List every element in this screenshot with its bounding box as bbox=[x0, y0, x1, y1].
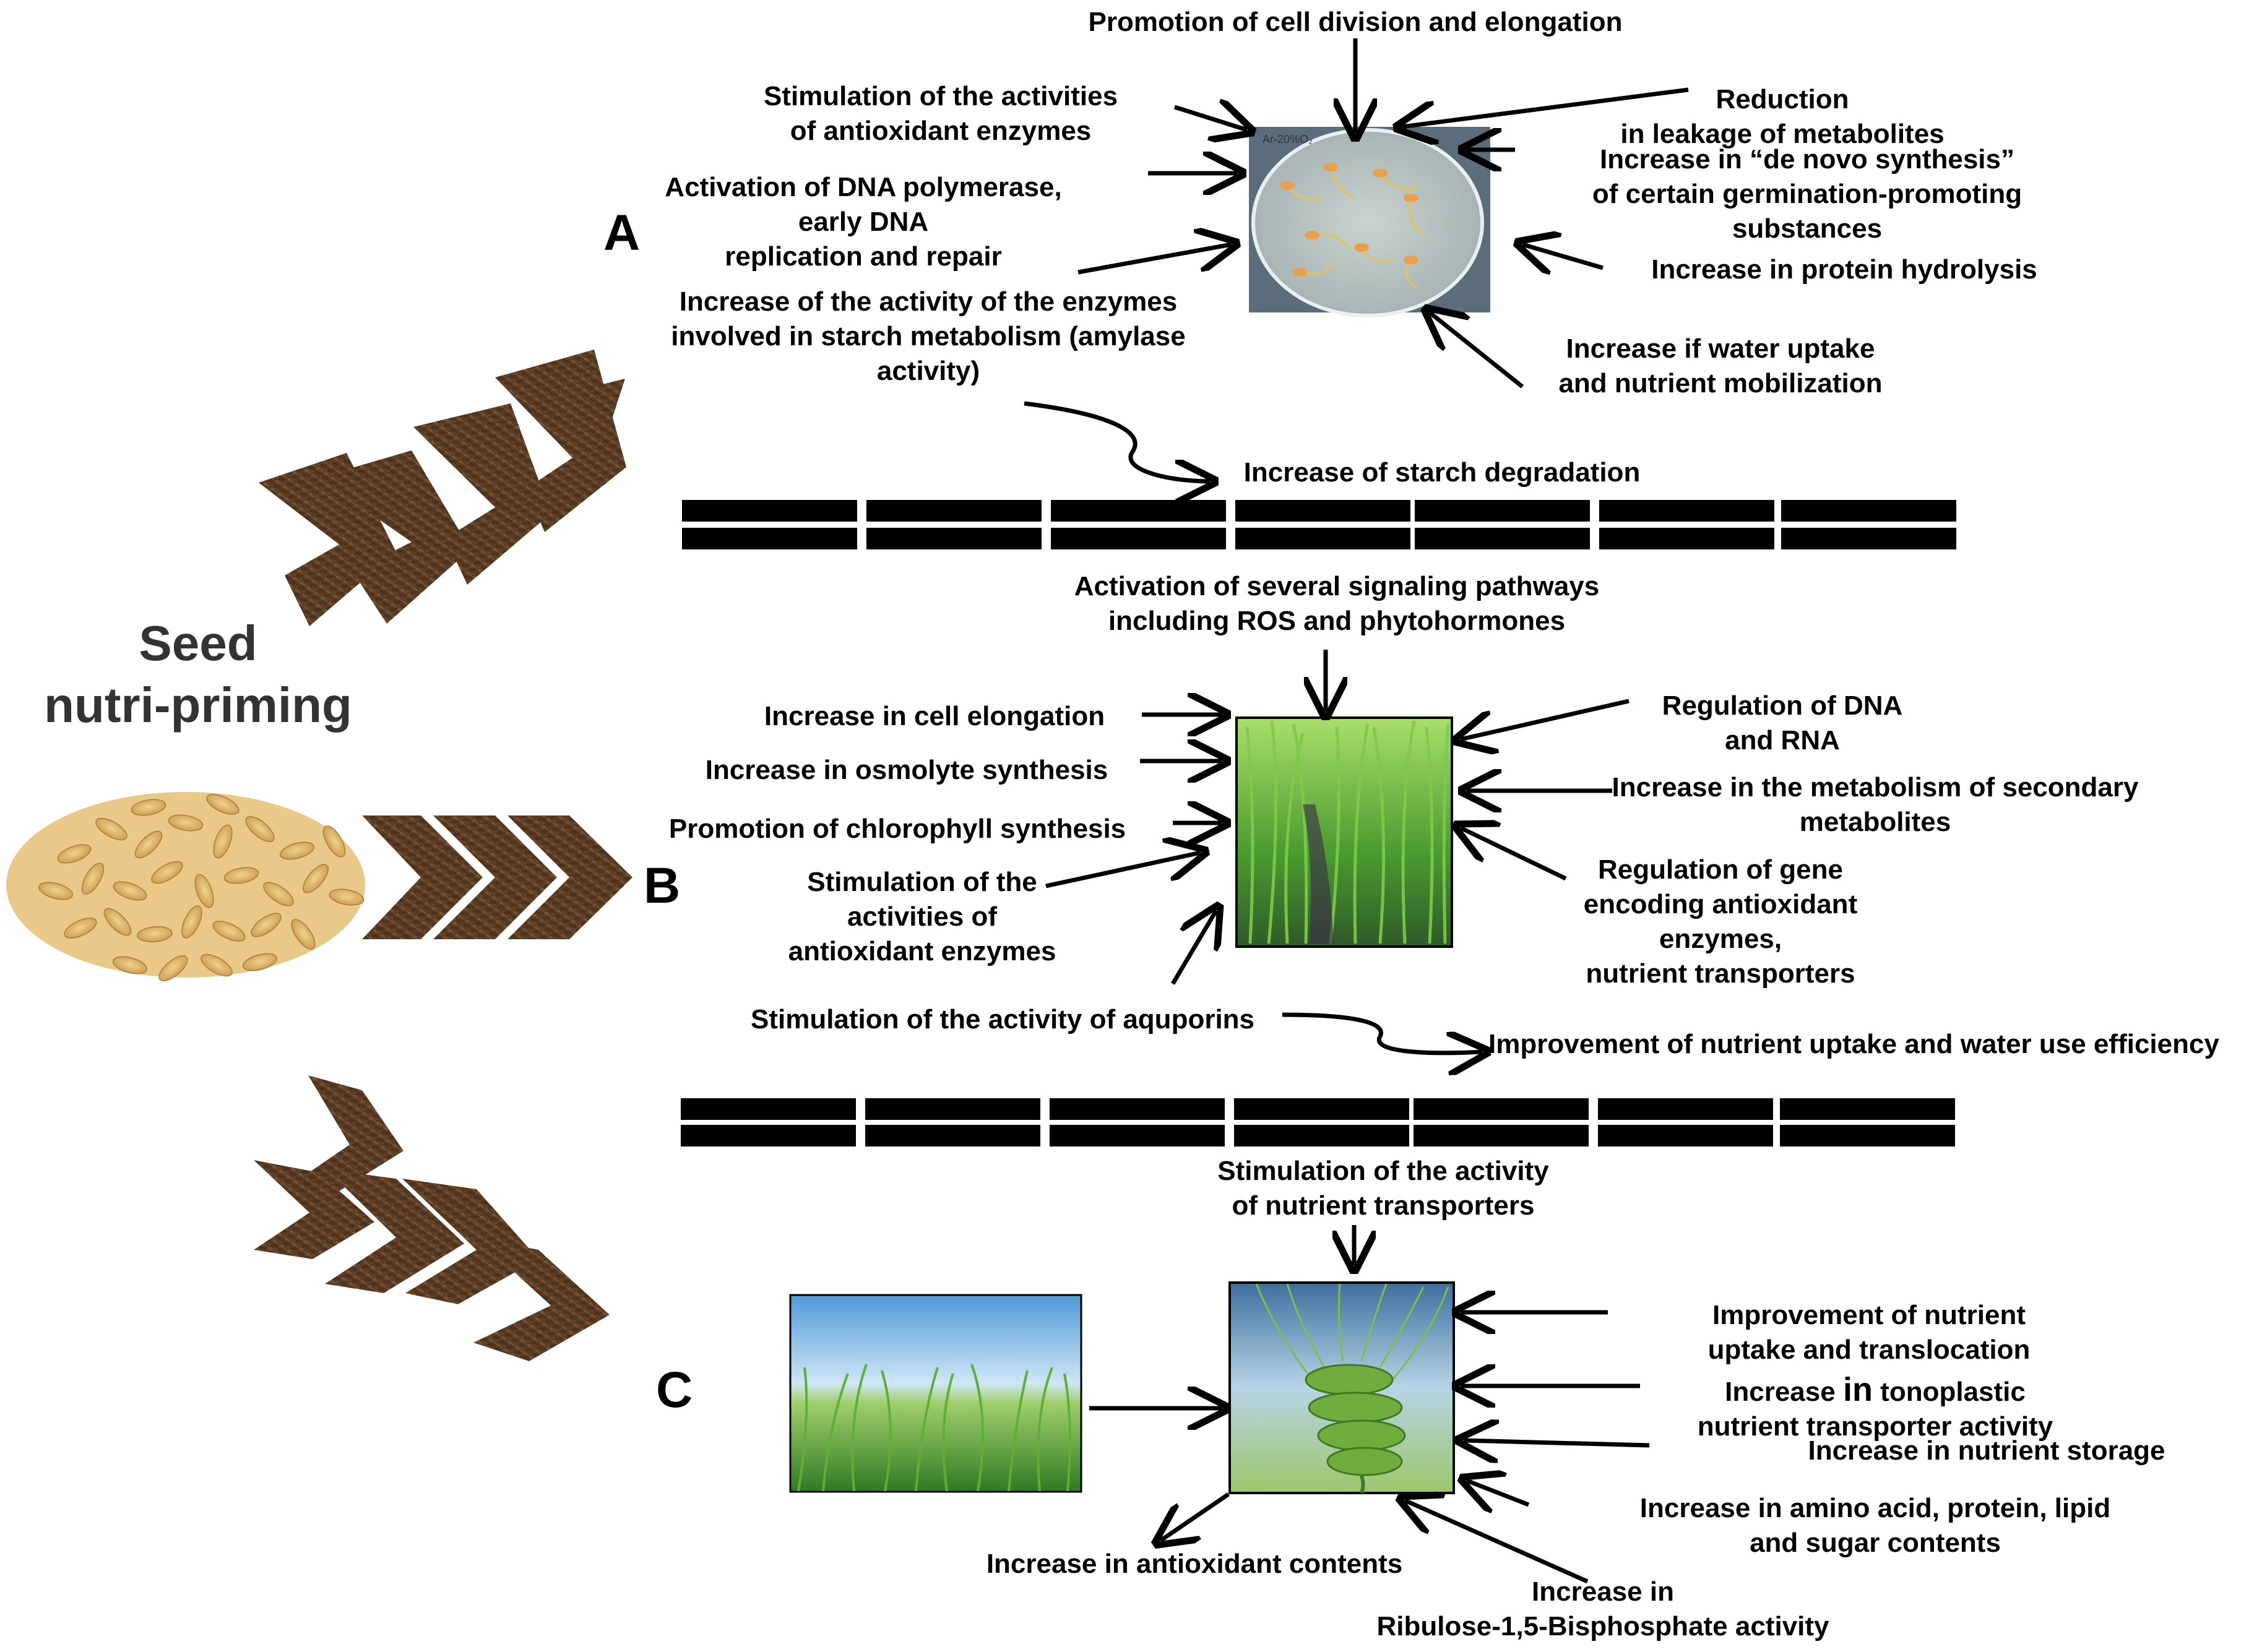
divider-bar-top bbox=[682, 500, 1956, 549]
middle-chevron-1 bbox=[362, 815, 483, 939]
label-tonoplastic-pre: Increase bbox=[1725, 1377, 1843, 1407]
label-cell-elongation: Increase in cell elongation bbox=[764, 701, 1105, 731]
middle-chevrons bbox=[362, 815, 632, 939]
green-wheat-field-photo bbox=[789, 1294, 1082, 1493]
label-nutrient-storage: Increase in nutrient storage bbox=[1808, 1435, 2165, 1466]
lower-chevrons bbox=[254, 1075, 610, 1361]
panel-label-a: A bbox=[603, 205, 641, 261]
upper-chevron-5 bbox=[576, 379, 625, 445]
label-a-antioxidant-enzymes: Stimulation of the activities of antioxi… bbox=[763, 81, 1118, 146]
panel-label-b: B bbox=[644, 858, 681, 914]
middle-chevron-2 bbox=[433, 815, 557, 939]
label-uptake-translocation: Improvement of nutrient uptake and trans… bbox=[1707, 1300, 2031, 1365]
middle-chevron-3 bbox=[507, 815, 632, 939]
lower-chevron-3 bbox=[325, 1169, 464, 1293]
barley-seed-pile bbox=[6, 792, 365, 981]
divider-bar-bottom bbox=[681, 1098, 1955, 1147]
label-starch-degradation: Increase of starch degradation bbox=[1243, 457, 1641, 488]
label-dna-rna: Regulation of DNA and RNA bbox=[1662, 690, 1903, 755]
diagram-title: Seed nutri-priming bbox=[44, 616, 352, 733]
label-nutrient-uptake-wue: Improvement of nutrient uptake and water… bbox=[1488, 1029, 2219, 1059]
label-tonoplastic-in: in bbox=[1842, 1371, 1873, 1408]
label-tonoplastic-post: tonoplastic nutrient transporter activit… bbox=[1697, 1377, 2053, 1442]
petri-dish-caption: Ar-20%O₂ bbox=[1263, 133, 1313, 145]
upper-chevron-3 bbox=[413, 403, 551, 585]
label-rubisco: Increase in Ribulose-1,5-Bisphosphate ac… bbox=[1376, 1577, 1829, 1641]
label-cell-division: Promotion of cell division and elongatio… bbox=[1088, 7, 1623, 37]
panel-label-c: C bbox=[656, 1362, 693, 1418]
label-de-novo: Increase in “de novo synthesis” of certa… bbox=[1592, 144, 2022, 244]
arrows-section-a bbox=[1024, 38, 1689, 481]
label-secondary-metabolites: Increase in the metabolism of secondary … bbox=[1612, 772, 2139, 837]
label-amino-acid: Increase in amino acid, protein, lipid a… bbox=[1639, 1493, 2111, 1558]
label-signaling-pathways: Activation of several signaling pathways… bbox=[1074, 571, 1600, 636]
lower-chevron-2 bbox=[254, 1160, 374, 1259]
wheat-seedlings-photo bbox=[1235, 716, 1453, 948]
label-gene-regulation: Regulation of gene encoding antioxidant … bbox=[1583, 854, 1858, 989]
label-nutrient-transporters: Stimulation of the activity of nutrient … bbox=[1217, 1156, 1549, 1221]
arrows-section-b bbox=[1045, 650, 1630, 1053]
lower-chevron-4 bbox=[402, 1179, 538, 1304]
label-antioxidant-contents: Increase in antioxidant contents bbox=[986, 1549, 1403, 1579]
label-aquaporins: Stimulation of the activity of aquporins bbox=[750, 1004, 1255, 1035]
upper-chevrons bbox=[259, 350, 626, 626]
label-osmolyte: Increase in osmolyte synthesis bbox=[705, 755, 1108, 785]
label-dna-polymerase: Activation of DNA polymerase, early DNA … bbox=[665, 172, 1062, 272]
label-starch-enzymes: Increase of the activity of the enzymes … bbox=[671, 286, 1186, 386]
arrows-section-c bbox=[1089, 1225, 1650, 1584]
label-protein-hydrolysis: Increase in protein hydrolysis bbox=[1651, 254, 2037, 285]
label-reduction-leakage: Reduction in leakage of metabolites bbox=[1620, 84, 1945, 149]
lower-chevron-1 bbox=[291, 1075, 404, 1194]
lower-chevron-5 bbox=[473, 1237, 610, 1361]
label-tonoplastic: Increase in tonoplastic nutrient transpo… bbox=[1640, 1372, 2110, 1444]
petri-dish-photo bbox=[1249, 127, 1490, 317]
upper-chevron-2 bbox=[319, 450, 470, 624]
wheat-spike-photo bbox=[1228, 1281, 1455, 1494]
label-water-uptake: Increase if water uptake and nutrient mo… bbox=[1558, 333, 1883, 398]
label-chlorophyll: Promotion of chlorophyll synthesis bbox=[668, 814, 1126, 844]
label-b-antioxidant-enzymes: Stimulation of the activities of antioxi… bbox=[788, 867, 1056, 966]
